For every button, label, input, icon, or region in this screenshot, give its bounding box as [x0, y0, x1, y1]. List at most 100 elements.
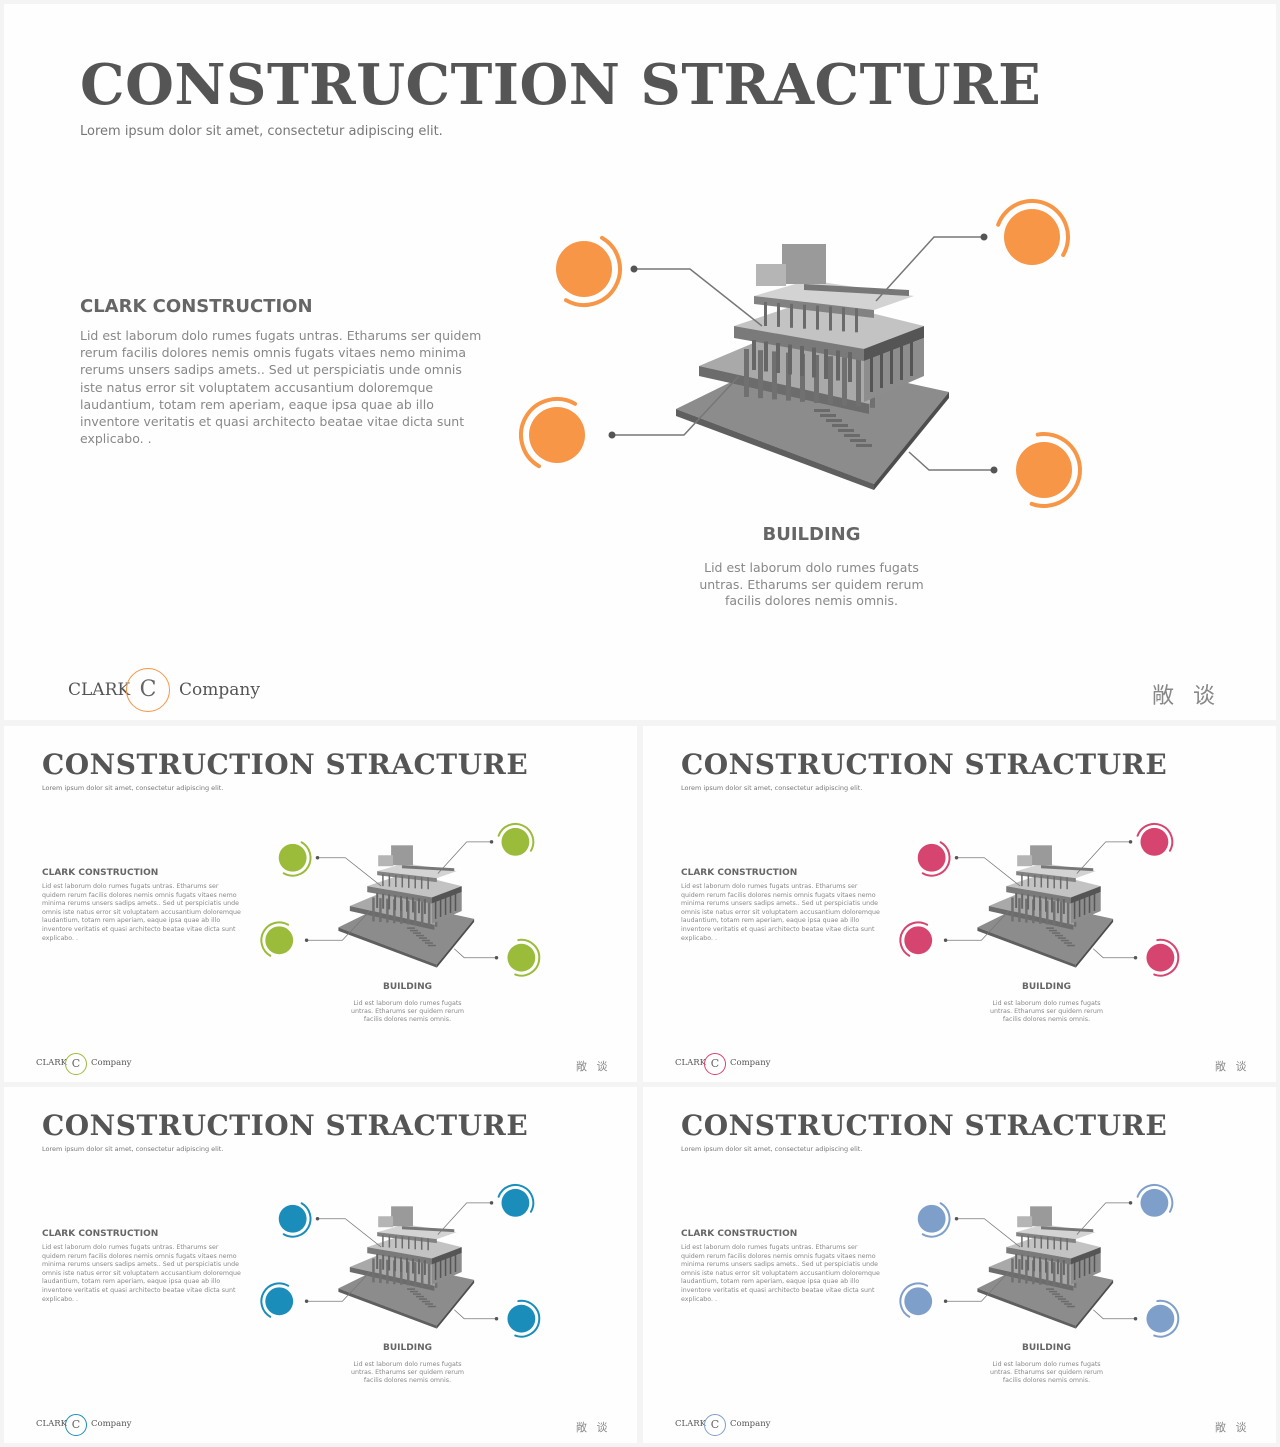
orbit-ring — [921, 1202, 951, 1238]
orbit-ring — [260, 921, 290, 957]
stair-step — [415, 934, 424, 937]
connector-dot — [943, 1299, 948, 1304]
side-mullion — [449, 895, 452, 913]
logo-wordmark-right: Company — [91, 1419, 132, 1429]
rooftop-room — [1017, 855, 1033, 867]
connector-dot — [943, 938, 948, 943]
column — [413, 1262, 417, 1286]
floor-slab-2-edge — [431, 886, 462, 904]
company-heading: CLARK CONSTRUCTION — [80, 296, 313, 317]
building-base-edge — [1075, 1279, 1114, 1329]
stair-step — [838, 429, 854, 432]
column — [772, 351, 777, 400]
window-mullion — [394, 1256, 397, 1272]
watermark: 敞 谈 — [576, 1421, 611, 1434]
stair-step — [427, 1305, 436, 1308]
stair-step — [424, 942, 433, 944]
orbit-circle-icon — [1016, 442, 1072, 498]
connector-dot — [1133, 1316, 1138, 1321]
stair-step — [412, 932, 421, 934]
logo-wordmark-left: CLARK — [36, 1058, 68, 1068]
roof-column — [790, 303, 793, 328]
roof-column — [842, 307, 845, 332]
building-base-edge — [436, 918, 475, 968]
orbit-circle-icon — [278, 843, 307, 872]
window-mullion — [1015, 1254, 1018, 1269]
slide-subtitle: Lorem ipsum dolor sit amet, consectetur … — [681, 784, 863, 792]
logo-mark: C — [704, 1414, 726, 1436]
window-mullion — [800, 346, 804, 376]
stair-step — [1048, 1290, 1057, 1293]
stair-step — [820, 414, 836, 417]
window-mullion — [394, 895, 397, 911]
building-description: Lid est laborum dolo rumes fugats untras… — [350, 1361, 464, 1385]
roof-column — [408, 875, 410, 888]
stair-step — [1051, 1293, 1060, 1295]
roof-column — [829, 306, 832, 331]
stair-step — [427, 944, 436, 947]
roof-column — [1040, 875, 1043, 888]
column — [393, 1260, 396, 1285]
orbit-circle-icon — [904, 1287, 933, 1316]
column — [1066, 1263, 1070, 1288]
column — [1046, 1261, 1049, 1286]
logo-mark: C — [65, 1414, 87, 1436]
roof-column — [408, 1236, 410, 1249]
rooftop-room — [1017, 1216, 1033, 1228]
building-illustration — [899, 1183, 1180, 1338]
slide-4[interactable]: CONSTRUCTION STRACTURE Lorem ipsum dolor… — [4, 1087, 637, 1443]
orbit-circle-icon — [1004, 209, 1060, 265]
slide-5[interactable]: CONSTRUCTION STRACTURE Lorem ipsum dolor… — [643, 1087, 1276, 1443]
side-mullion — [454, 893, 457, 911]
column — [386, 898, 389, 923]
stair-step — [856, 444, 872, 447]
rooftop-room — [378, 1216, 394, 1228]
window-mullion — [382, 893, 385, 909]
window-mullion — [382, 1254, 385, 1270]
side-mullion — [880, 352, 883, 388]
window-mullion — [1021, 1254, 1024, 1270]
slide-1[interactable]: CONSTRUCTION STRACTURE Lorem ipsum dolor… — [4, 4, 1276, 720]
logo-wordmark-right: Company — [91, 1058, 132, 1068]
stair-step — [1054, 934, 1063, 937]
column — [1025, 1259, 1028, 1284]
window-mullion — [1027, 894, 1030, 910]
connector-line — [1076, 1202, 1131, 1235]
rooftop-room — [756, 264, 786, 286]
orbit-ring — [514, 1299, 541, 1338]
slide-2[interactable]: CONSTRUCTION STRACTURE Lorem ipsum dolor… — [4, 726, 637, 1082]
side-mullion — [434, 1262, 437, 1280]
roof-column — [1034, 875, 1036, 887]
connector-dot — [494, 1316, 499, 1321]
connector-dot — [630, 265, 638, 273]
floor-slab-2 — [367, 872, 462, 898]
roof-column — [401, 875, 404, 888]
column — [1039, 1260, 1042, 1285]
column — [427, 1263, 431, 1288]
stair-step — [412, 1293, 421, 1295]
roof-column — [414, 876, 416, 889]
column — [1018, 898, 1021, 922]
floor-slab-2-edge — [431, 1247, 462, 1265]
orbit-circle-icon — [1140, 827, 1169, 856]
stair-step — [418, 937, 427, 939]
connector-dot — [1128, 840, 1133, 844]
side-mullion — [439, 899, 442, 917]
stair-step — [1057, 937, 1066, 939]
company-description: Lid est laborum dolo rumes fugats untras… — [80, 328, 482, 447]
roof-column — [1066, 877, 1068, 890]
stair-step — [415, 1295, 424, 1298]
connector-dot — [315, 1217, 320, 1221]
window-mullion — [417, 1259, 420, 1275]
stair-step — [409, 929, 418, 932]
window-mullion — [1033, 895, 1036, 911]
building-base-side — [676, 409, 874, 490]
side-mullion — [1073, 901, 1076, 919]
window-mullion — [376, 1254, 379, 1269]
orbit-ring — [497, 1183, 535, 1213]
side-wall — [1070, 1253, 1101, 1285]
column — [372, 1258, 375, 1283]
orbit-circle-icon — [917, 843, 946, 872]
slide-3[interactable]: CONSTRUCTION STRACTURE Lorem ipsum dolor… — [643, 726, 1276, 1082]
window-mullion — [1056, 898, 1059, 914]
